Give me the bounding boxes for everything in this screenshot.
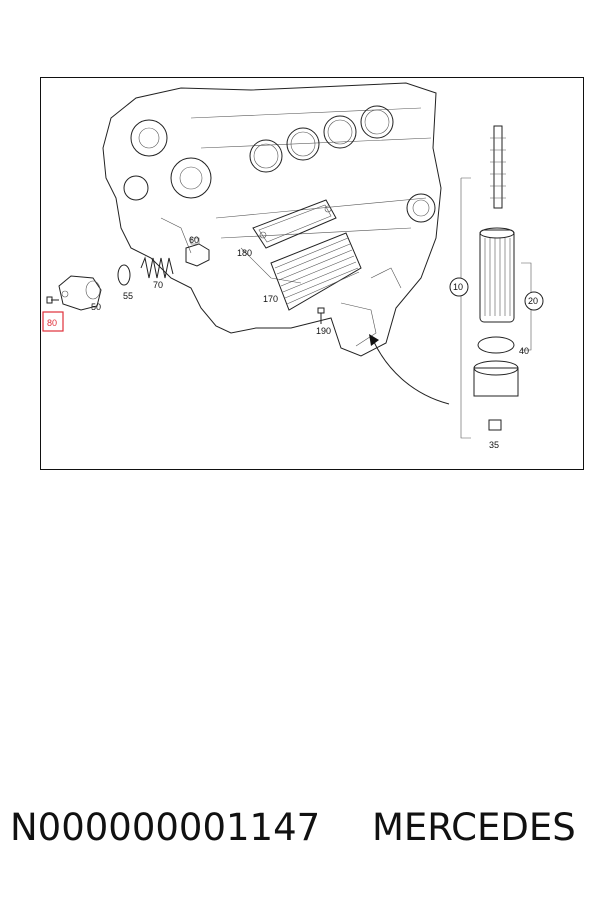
footer: N000000001147 MERCEDES — [0, 806, 600, 866]
callout-180: 180 — [237, 248, 252, 258]
callout-170: 170 — [263, 294, 278, 304]
oil-filter-element-10 — [479, 125, 515, 323]
o-ring-55 — [117, 264, 131, 286]
callout-35: 35 — [489, 440, 499, 450]
callout-190: 190 — [316, 326, 331, 336]
callout-55: 55 — [123, 291, 133, 301]
oil-cooler-gasket — [252, 199, 337, 249]
valve-insert-60 — [185, 237, 210, 267]
bolt-80 — [46, 296, 59, 304]
callout-40: 40 — [519, 346, 529, 356]
engine-exploded-diagram: 60 180 70 55 50 170 190 40 35 10 20 80 — [42, 82, 544, 450]
brand-name: MERCEDES — [372, 806, 576, 849]
highlight-box-80 — [42, 311, 64, 332]
callout-20: 20 — [528, 296, 538, 306]
bolt-190 — [317, 307, 325, 324]
parts-diagram-frame: 60 180 70 55 50 170 190 40 35 10 20 80 — [40, 77, 584, 470]
callout-80: 80 — [47, 318, 57, 328]
spring-70 — [140, 256, 174, 279]
callout-10: 10 — [453, 282, 463, 292]
callout-70: 70 — [153, 280, 163, 290]
callout-60: 60 — [189, 235, 199, 245]
engine-block-drawing — [102, 82, 442, 357]
part-number: N000000001147 — [10, 806, 321, 849]
drain-plug-35 — [488, 419, 502, 431]
oil-cooler — [270, 232, 362, 311]
valve-housing-50 — [58, 275, 102, 311]
callout-50: 50 — [91, 302, 101, 312]
filter-cap — [473, 360, 519, 397]
filter-seal-40 — [477, 336, 515, 354]
